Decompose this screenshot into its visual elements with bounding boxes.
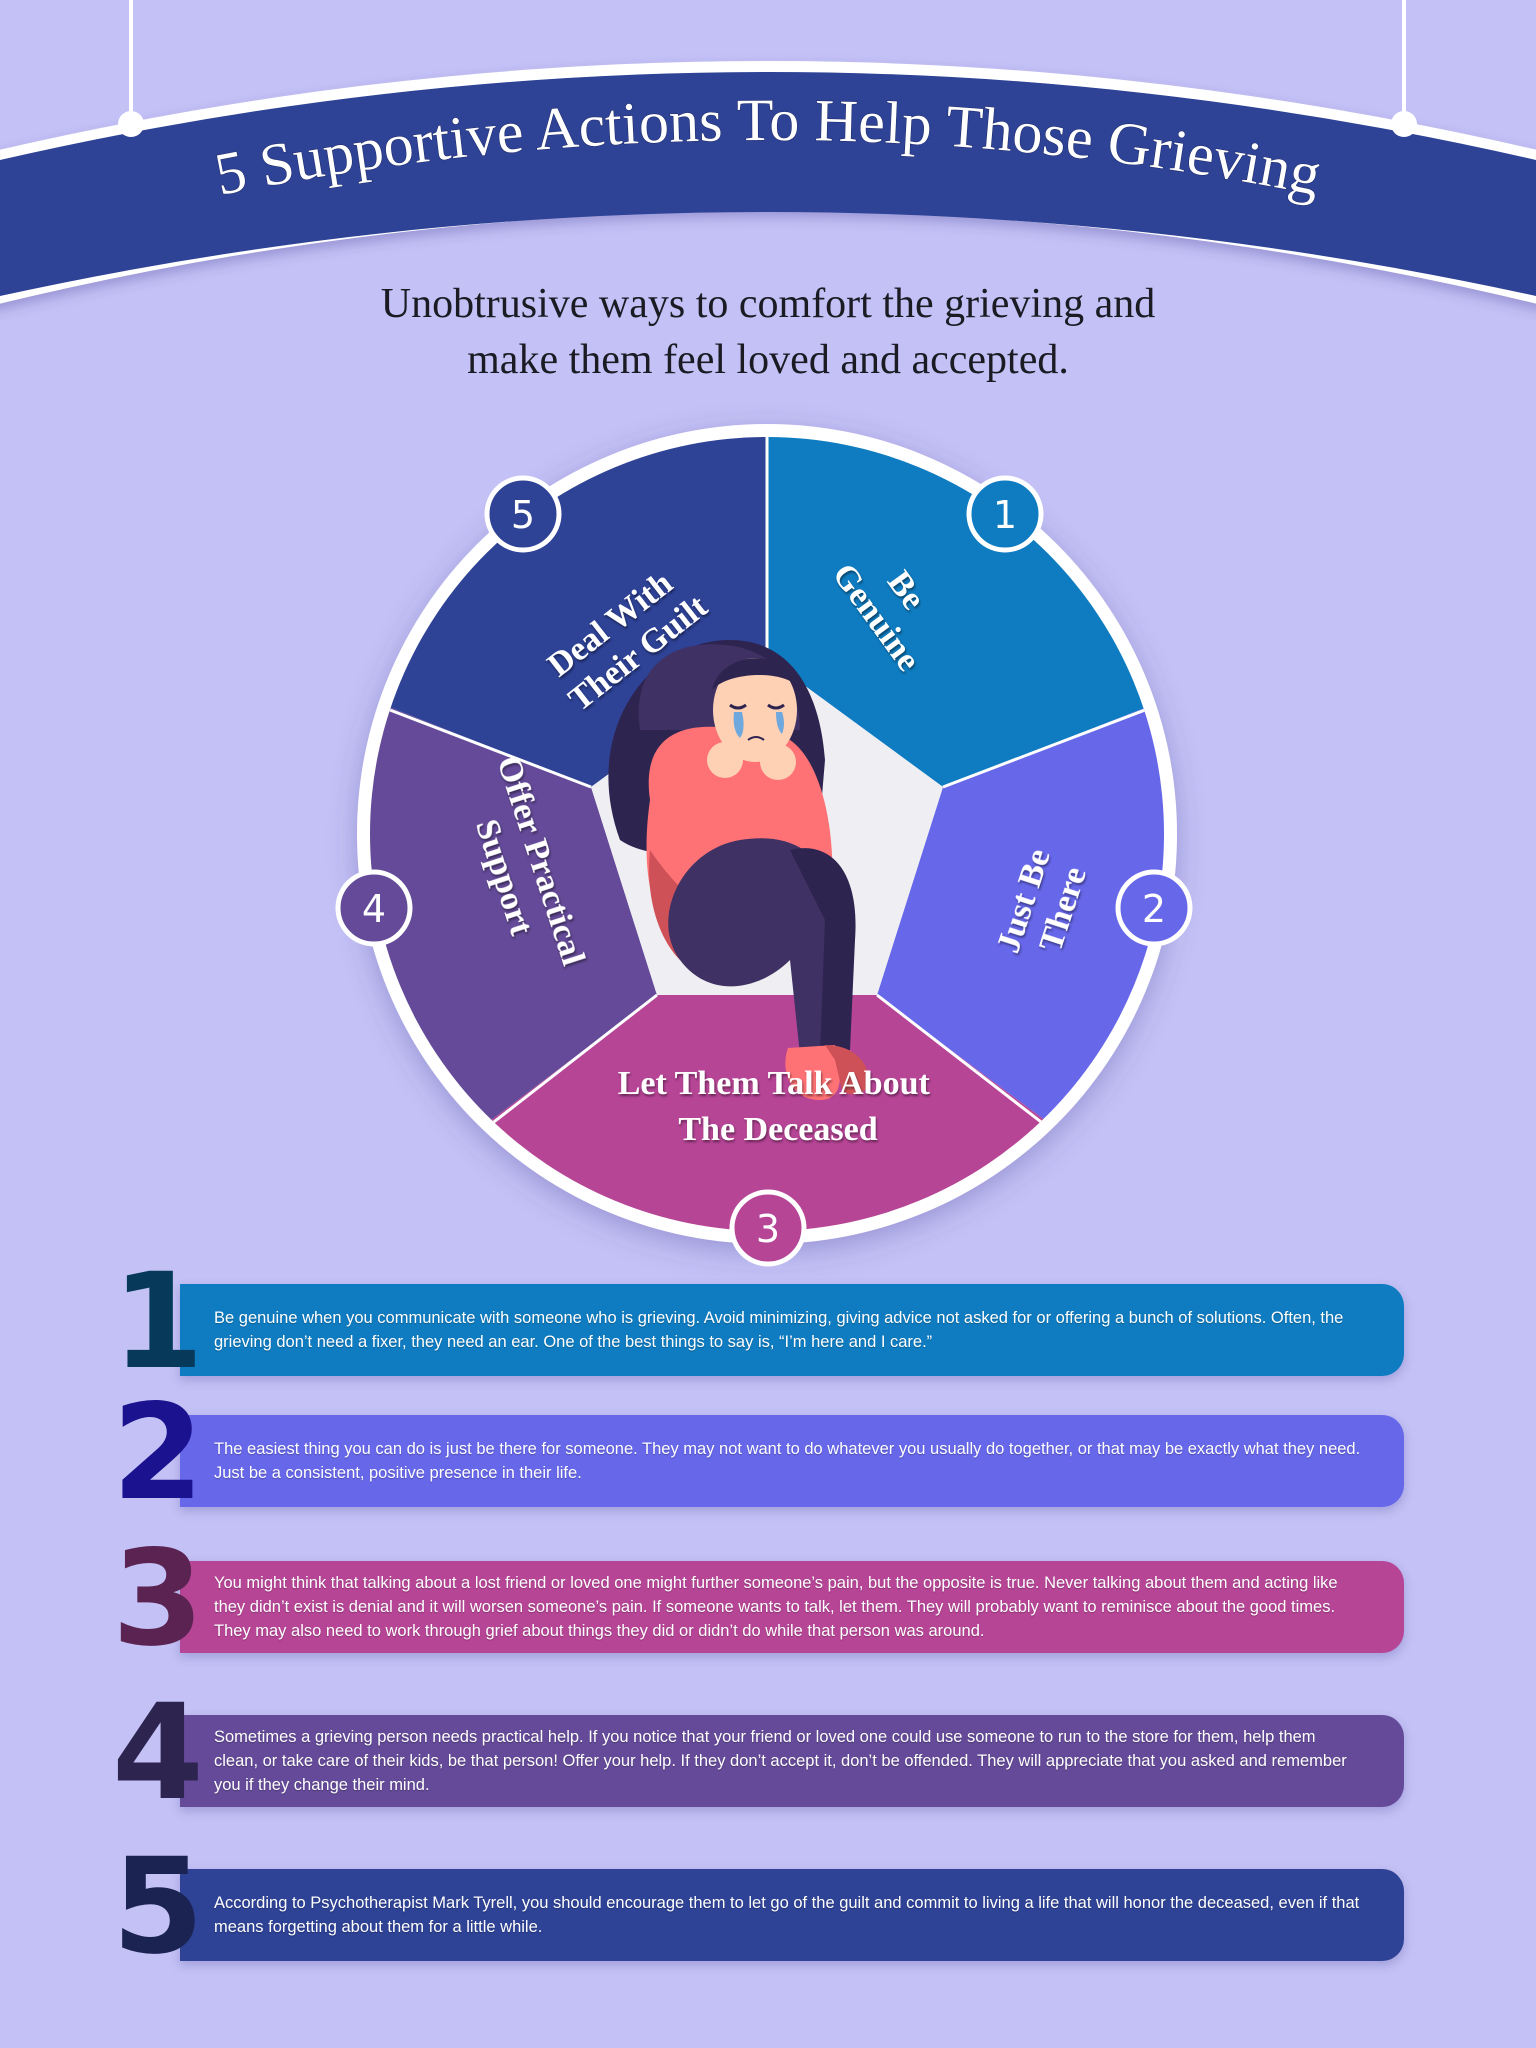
badge-2: 2 [1115, 869, 1193, 947]
badge-5: 5 [484, 475, 562, 553]
segment-3-line-1: Let Them Talk About [618, 1065, 931, 1102]
svg-text:2: 2 [1142, 887, 1166, 931]
svg-text:Let Them Talk About The: Let Them Talk About The Deceased [618, 1065, 939, 1148]
svg-text:1: 1 [993, 493, 1017, 537]
item-2-number: 2 [112, 1376, 204, 1530]
svg-text:4: 4 [362, 887, 386, 931]
item-4: Sometimes a grieving person needs practi… [112, 1683, 1404, 1823]
item-3-bar: You might think that talking about a los… [180, 1561, 1404, 1653]
pin-right [1391, 111, 1417, 137]
title-banner: 5 Supportive Actions To Help Those Griev… [0, 0, 1536, 304]
item-3: You might think that talking about a los… [112, 1529, 1404, 1669]
actions-wheel: Be Genuine Just Be There Let Them Talk A… [335, 424, 1193, 1267]
item-4-number: 4 [112, 1676, 204, 1830]
item-3-text: You might think that talking about a los… [214, 1574, 1338, 1640]
subtitle: Unobtrusive ways to comfort the grieving… [268, 276, 1268, 388]
segment-3-line-2: The Deceased [678, 1111, 877, 1148]
item-2-text: The easiest thing you can do is just be … [214, 1440, 1361, 1482]
item-1-number: 1 [112, 1245, 204, 1399]
item-4-bar: Sometimes a grieving person needs practi… [180, 1715, 1404, 1807]
item-5: According to Psychotherapist Mark Tyrell… [112, 1837, 1404, 1977]
subtitle-line-2: make them feel loved and accepted. [467, 337, 1069, 383]
pin-left [118, 111, 144, 137]
svg-text:5: 5 [511, 493, 535, 537]
item-1: Be genuine when you communicate with som… [112, 1252, 1404, 1392]
item-1-bar: Be genuine when you communicate with som… [180, 1284, 1404, 1376]
crying-girl-illustration [608, 640, 870, 1100]
item-3-number: 3 [112, 1522, 204, 1676]
badge-3: 3 [729, 1189, 807, 1267]
banner-ribbon [0, 72, 1536, 296]
badge-1: 1 [966, 475, 1044, 553]
item-5-text: According to Psychotherapist Mark Tyrell… [214, 1894, 1360, 1936]
subtitle-line-1: Unobtrusive ways to comfort the grieving… [380, 281, 1156, 327]
item-1-text: Be genuine when you communicate with som… [214, 1309, 1344, 1351]
item-2-bar: The easiest thing you can do is just be … [180, 1415, 1404, 1507]
item-5-number: 5 [112, 1830, 204, 1984]
svg-text:3: 3 [756, 1207, 780, 1251]
item-2: The easiest thing you can do is just be … [112, 1383, 1404, 1523]
item-4-text: Sometimes a grieving person needs practi… [214, 1728, 1347, 1794]
badge-4: 4 [335, 869, 413, 947]
item-5-bar: According to Psychotherapist Mark Tyrell… [180, 1869, 1404, 1961]
